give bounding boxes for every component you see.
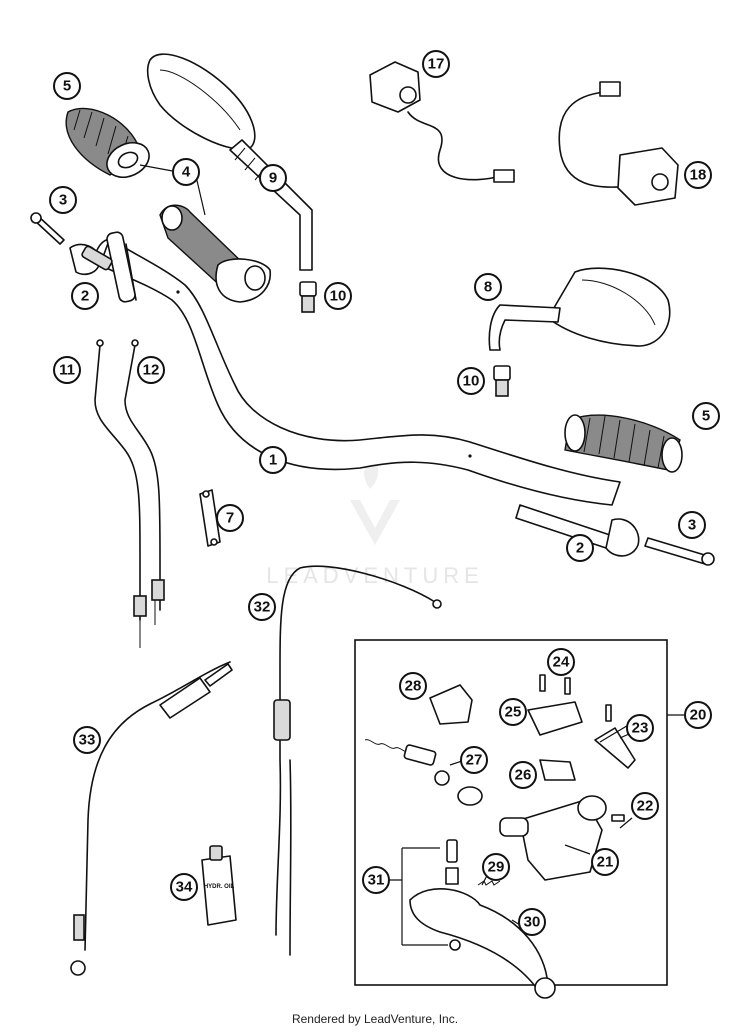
svg-text:9: 9 [269,170,277,187]
switch-left [369,61,515,183]
svg-text:18: 18 [690,167,707,184]
svg-text:1: 1 [269,452,277,469]
svg-text:5: 5 [702,408,710,425]
callout-32: 32 [248,593,276,621]
callout-25: 25 [499,698,527,726]
callout-33: 33 [73,726,101,754]
throttle-grip-assembly [159,204,271,303]
mirror-left [146,53,313,271]
svg-text:25: 25 [505,704,522,721]
svg-text:24: 24 [553,654,570,671]
watermark-text: LEADVENTURE [266,563,484,588]
throttle-cables [94,339,165,648]
callout-3-left: 3 [49,186,77,214]
svg-text:2: 2 [81,288,89,305]
hydraulic-hose [70,661,233,976]
footer-credit: Rendered by LeadVenture, Inc. [291,1012,459,1026]
callout-5-right: 5 [692,402,720,430]
assembly-group-frame [354,639,668,986]
svg-text:34: 34 [176,879,193,896]
callout-28: 28 [399,672,427,700]
callout-2-left: 2 [71,282,99,310]
callout-21: 21 [591,848,619,876]
callout-30: 30 [518,908,546,936]
callout-22: 22 [631,792,659,820]
svg-text:29: 29 [488,859,505,876]
callout-3-right: 3 [678,511,706,539]
svg-text:27: 27 [466,752,483,769]
svg-text:10: 10 [463,373,480,390]
svg-text:20: 20 [690,707,707,724]
svg-text:28: 28 [405,678,422,695]
callout-1: 1 [259,446,287,474]
mirror-nut-left [299,281,317,313]
handlebar [94,231,621,506]
callout-26: 26 [509,761,537,789]
svg-text:11: 11 [59,362,75,379]
callout-5-left: 5 [53,72,81,100]
svg-text:22: 22 [637,798,654,815]
mirror-nut-right [493,365,511,397]
callout-29: 29 [482,853,510,881]
svg-text:21: 21 [597,854,614,871]
callout-12: 12 [137,356,165,384]
callout-17: 17 [422,50,450,78]
switch-right [558,81,679,206]
svg-text:31: 31 [368,872,385,889]
svg-text:3: 3 [688,517,696,534]
bottle-label: HYDR. OIL [204,884,235,890]
callout-20: 20 [684,701,712,729]
svg-text:17: 17 [428,56,445,73]
master-cylinder-parts [364,674,636,999]
svg-text:4: 4 [182,164,191,181]
callout-18: 18 [684,161,712,189]
svg-text:26: 26 [515,767,532,784]
callout-34: 34 [170,873,198,901]
callout-4: 4 [172,158,200,186]
svg-text:2: 2 [576,540,584,557]
grip-left [65,107,150,179]
callout-31: 31 [362,866,390,894]
callout-24: 24 [547,648,575,676]
mirror-right [488,267,671,351]
svg-text:3: 3 [59,192,67,209]
callout-2-right: 2 [566,534,594,562]
callout-7: 7 [216,504,244,532]
callout-11: 11 [53,356,81,384]
grip-right [564,414,683,473]
svg-text:23: 23 [632,720,649,737]
svg-text:5: 5 [63,78,71,95]
svg-text:30: 30 [524,914,541,931]
callout-27: 27 [460,746,488,774]
bar-end-weight-left [30,212,113,276]
svg-text:7: 7 [226,510,234,527]
callout-10-right: 10 [457,367,485,395]
callout-9: 9 [259,164,287,192]
svg-text:10: 10 [330,288,347,305]
svg-text:12: 12 [143,362,160,379]
clutch-cable [273,565,442,956]
hydraulic-oil-bottle: HYDR. OIL [201,845,237,926]
svg-text:8: 8 [484,279,492,296]
callout-23: 23 [626,714,654,742]
svg-text:32: 32 [254,599,271,616]
callout-10-left: 10 [324,282,352,310]
svg-text:33: 33 [79,732,96,749]
cable-clip [199,489,221,547]
callout-8: 8 [474,273,502,301]
